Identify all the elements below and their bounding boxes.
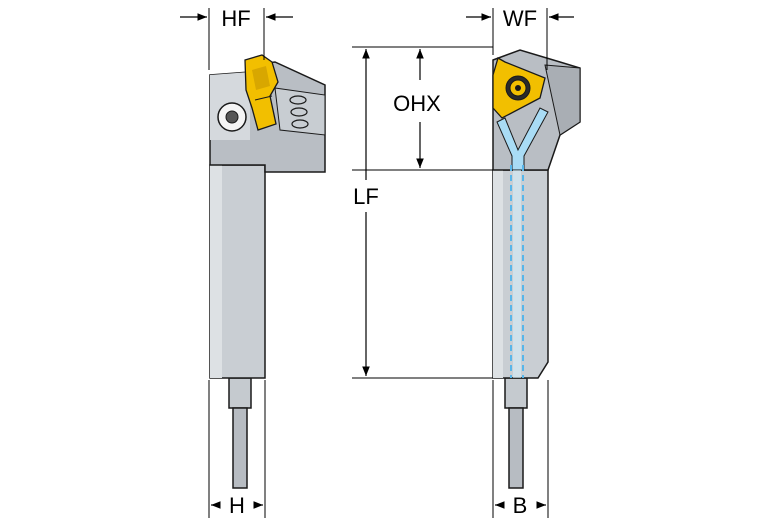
wf-label: WF — [503, 6, 537, 31]
ohx-dimension: OHX — [393, 49, 441, 168]
lf-dimension: LF — [353, 49, 379, 376]
hf-dimension: HF — [180, 6, 293, 70]
h-dimension: H — [208, 380, 266, 518]
wf-dimension: WF — [466, 6, 574, 70]
front-shank-rod — [508, 407, 524, 489]
h-label: H — [229, 493, 245, 518]
side-shank-rod — [232, 407, 248, 489]
coolant-channel-upper — [496, 107, 549, 171]
front-view — [492, 49, 581, 489]
b-label: B — [513, 493, 528, 518]
b-dimension: B — [492, 380, 549, 518]
hf-label: HF — [221, 6, 250, 31]
ohx-label: OHX — [393, 91, 441, 116]
front-shank-tail — [504, 377, 528, 409]
side-shank-tail — [228, 377, 252, 409]
side-view — [209, 54, 326, 489]
lf-label: LF — [353, 184, 379, 209]
